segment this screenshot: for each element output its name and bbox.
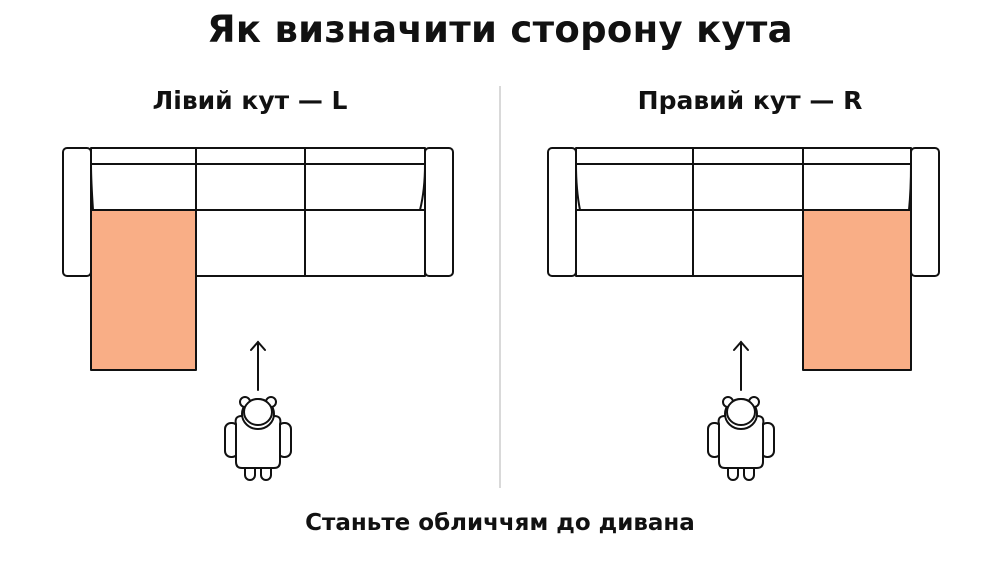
left-sofa [62,147,454,371]
left-sofa-back-3 [304,147,426,165]
left-corner-label: Лівий кут — L [152,86,348,115]
right-sofa-back-1 [575,147,694,165]
left-sofa-back-1 [90,147,197,165]
right-sofa-seat-1 [575,209,694,277]
right-sofa-back-3 [802,147,912,165]
right-sofa [547,147,940,371]
left-sofa-backcushion-1 [90,163,197,211]
left-sofa-arm-left [62,147,92,277]
right-sofa-backcushion-3 [802,163,912,211]
left-up-arrow [250,340,266,391]
right-sofa-arm-left [547,147,577,277]
right-sofa-back-2 [692,147,804,165]
left-person-icon [224,396,292,481]
right-up-arrow [733,340,749,391]
left-sofa-backcushion-2 [195,163,306,211]
footer-instruction: Станьте обличчям до дивана [305,510,695,536]
left-sofa-arm-right [424,147,454,277]
page-title: Як визначити сторону кута [207,8,793,51]
right-corner-label: Правий кут — R [637,86,863,115]
left-sofa-seat-2 [195,209,306,277]
left-sofa-backcushion-3 [304,163,426,211]
right-sofa-chaise [802,209,912,371]
right-person-icon [707,396,775,481]
right-sofa-backcushion-2 [692,163,804,211]
right-sofa-seat-2 [692,209,804,277]
center-divider [499,86,501,488]
left-sofa-back-2 [195,147,306,165]
right-sofa-backcushion-1 [575,163,694,211]
right-sofa-arm-right [910,147,940,277]
left-sofa-chaise [90,209,197,371]
left-sofa-seat-3 [304,209,426,277]
